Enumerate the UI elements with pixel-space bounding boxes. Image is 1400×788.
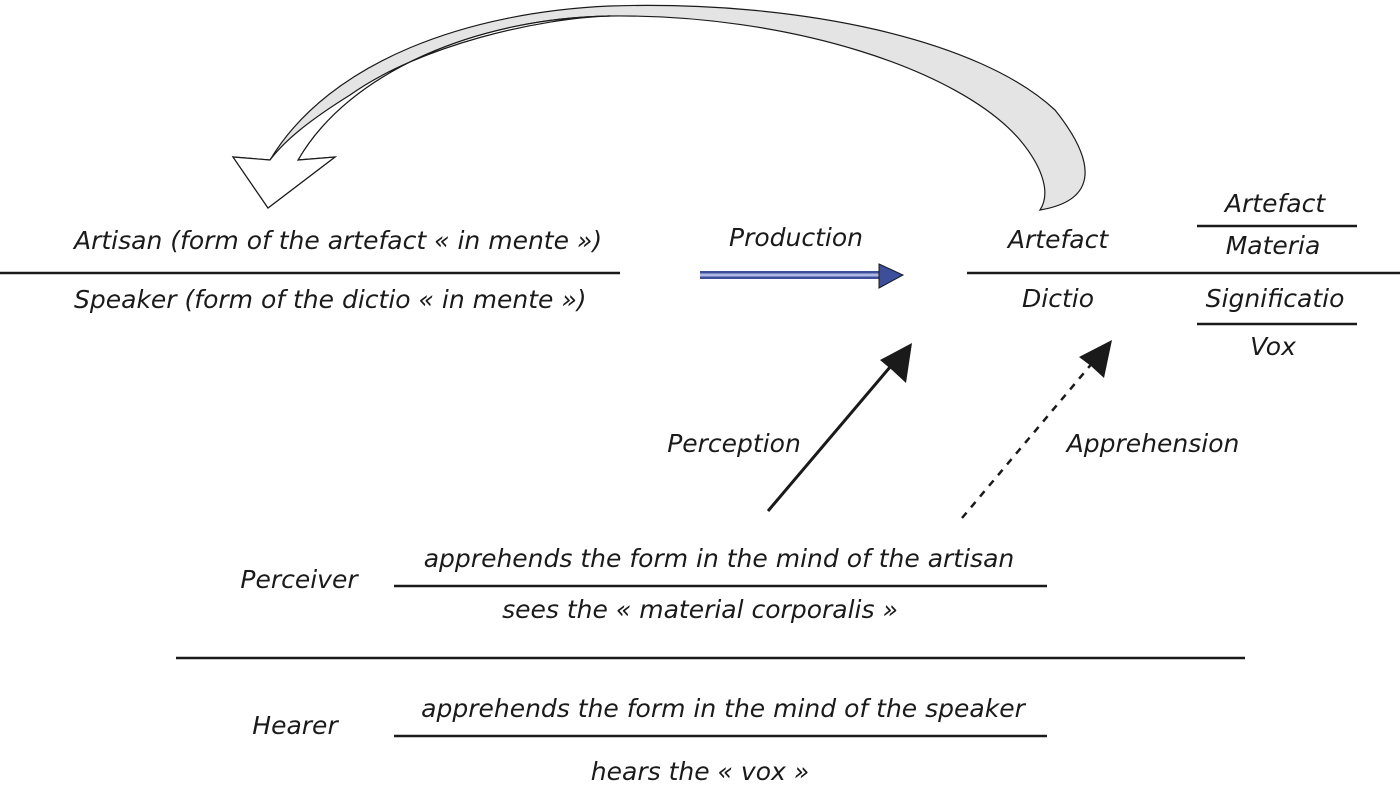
dictio-fraction-denominator: Vox	[1250, 332, 1296, 361]
perceiver-top-text: apprehends the form in the mind of the a…	[423, 544, 1015, 573]
production-label: Production	[729, 223, 863, 252]
perception-arrow	[766, 343, 912, 512]
artefact-fraction-denominator: Materia	[1225, 231, 1321, 260]
hearer-top-text: apprehends the form in the mind of the s…	[421, 694, 1025, 723]
return-arrow-inner	[231, 15, 611, 209]
perceiver-label: Perceiver	[240, 565, 358, 594]
return-arrow	[231, 4, 1086, 211]
hearer-label: Hearer	[252, 711, 338, 740]
production-arrow	[700, 263, 905, 289]
apprehension-arrow	[961, 340, 1112, 519]
dictio-fraction-numerator: Significatio	[1205, 284, 1345, 313]
dictio-label: Dictio	[1022, 284, 1094, 313]
artefact-fraction-numerator: Artefact	[1224, 189, 1326, 218]
hearer-bottom-text: hears the « vox »	[590, 757, 810, 786]
apprehension-label: Apprehension	[1066, 429, 1240, 458]
speaker-label: Speaker (form of the dictio « in mente »…	[74, 285, 587, 314]
perception-label: Perception	[667, 429, 801, 458]
artefact-label: Artefact	[1007, 225, 1109, 254]
perceiver-bottom-text: sees the « material corporalis »	[502, 595, 898, 624]
artisan-label: Artisan (form of the artefact « in mente…	[74, 226, 603, 255]
